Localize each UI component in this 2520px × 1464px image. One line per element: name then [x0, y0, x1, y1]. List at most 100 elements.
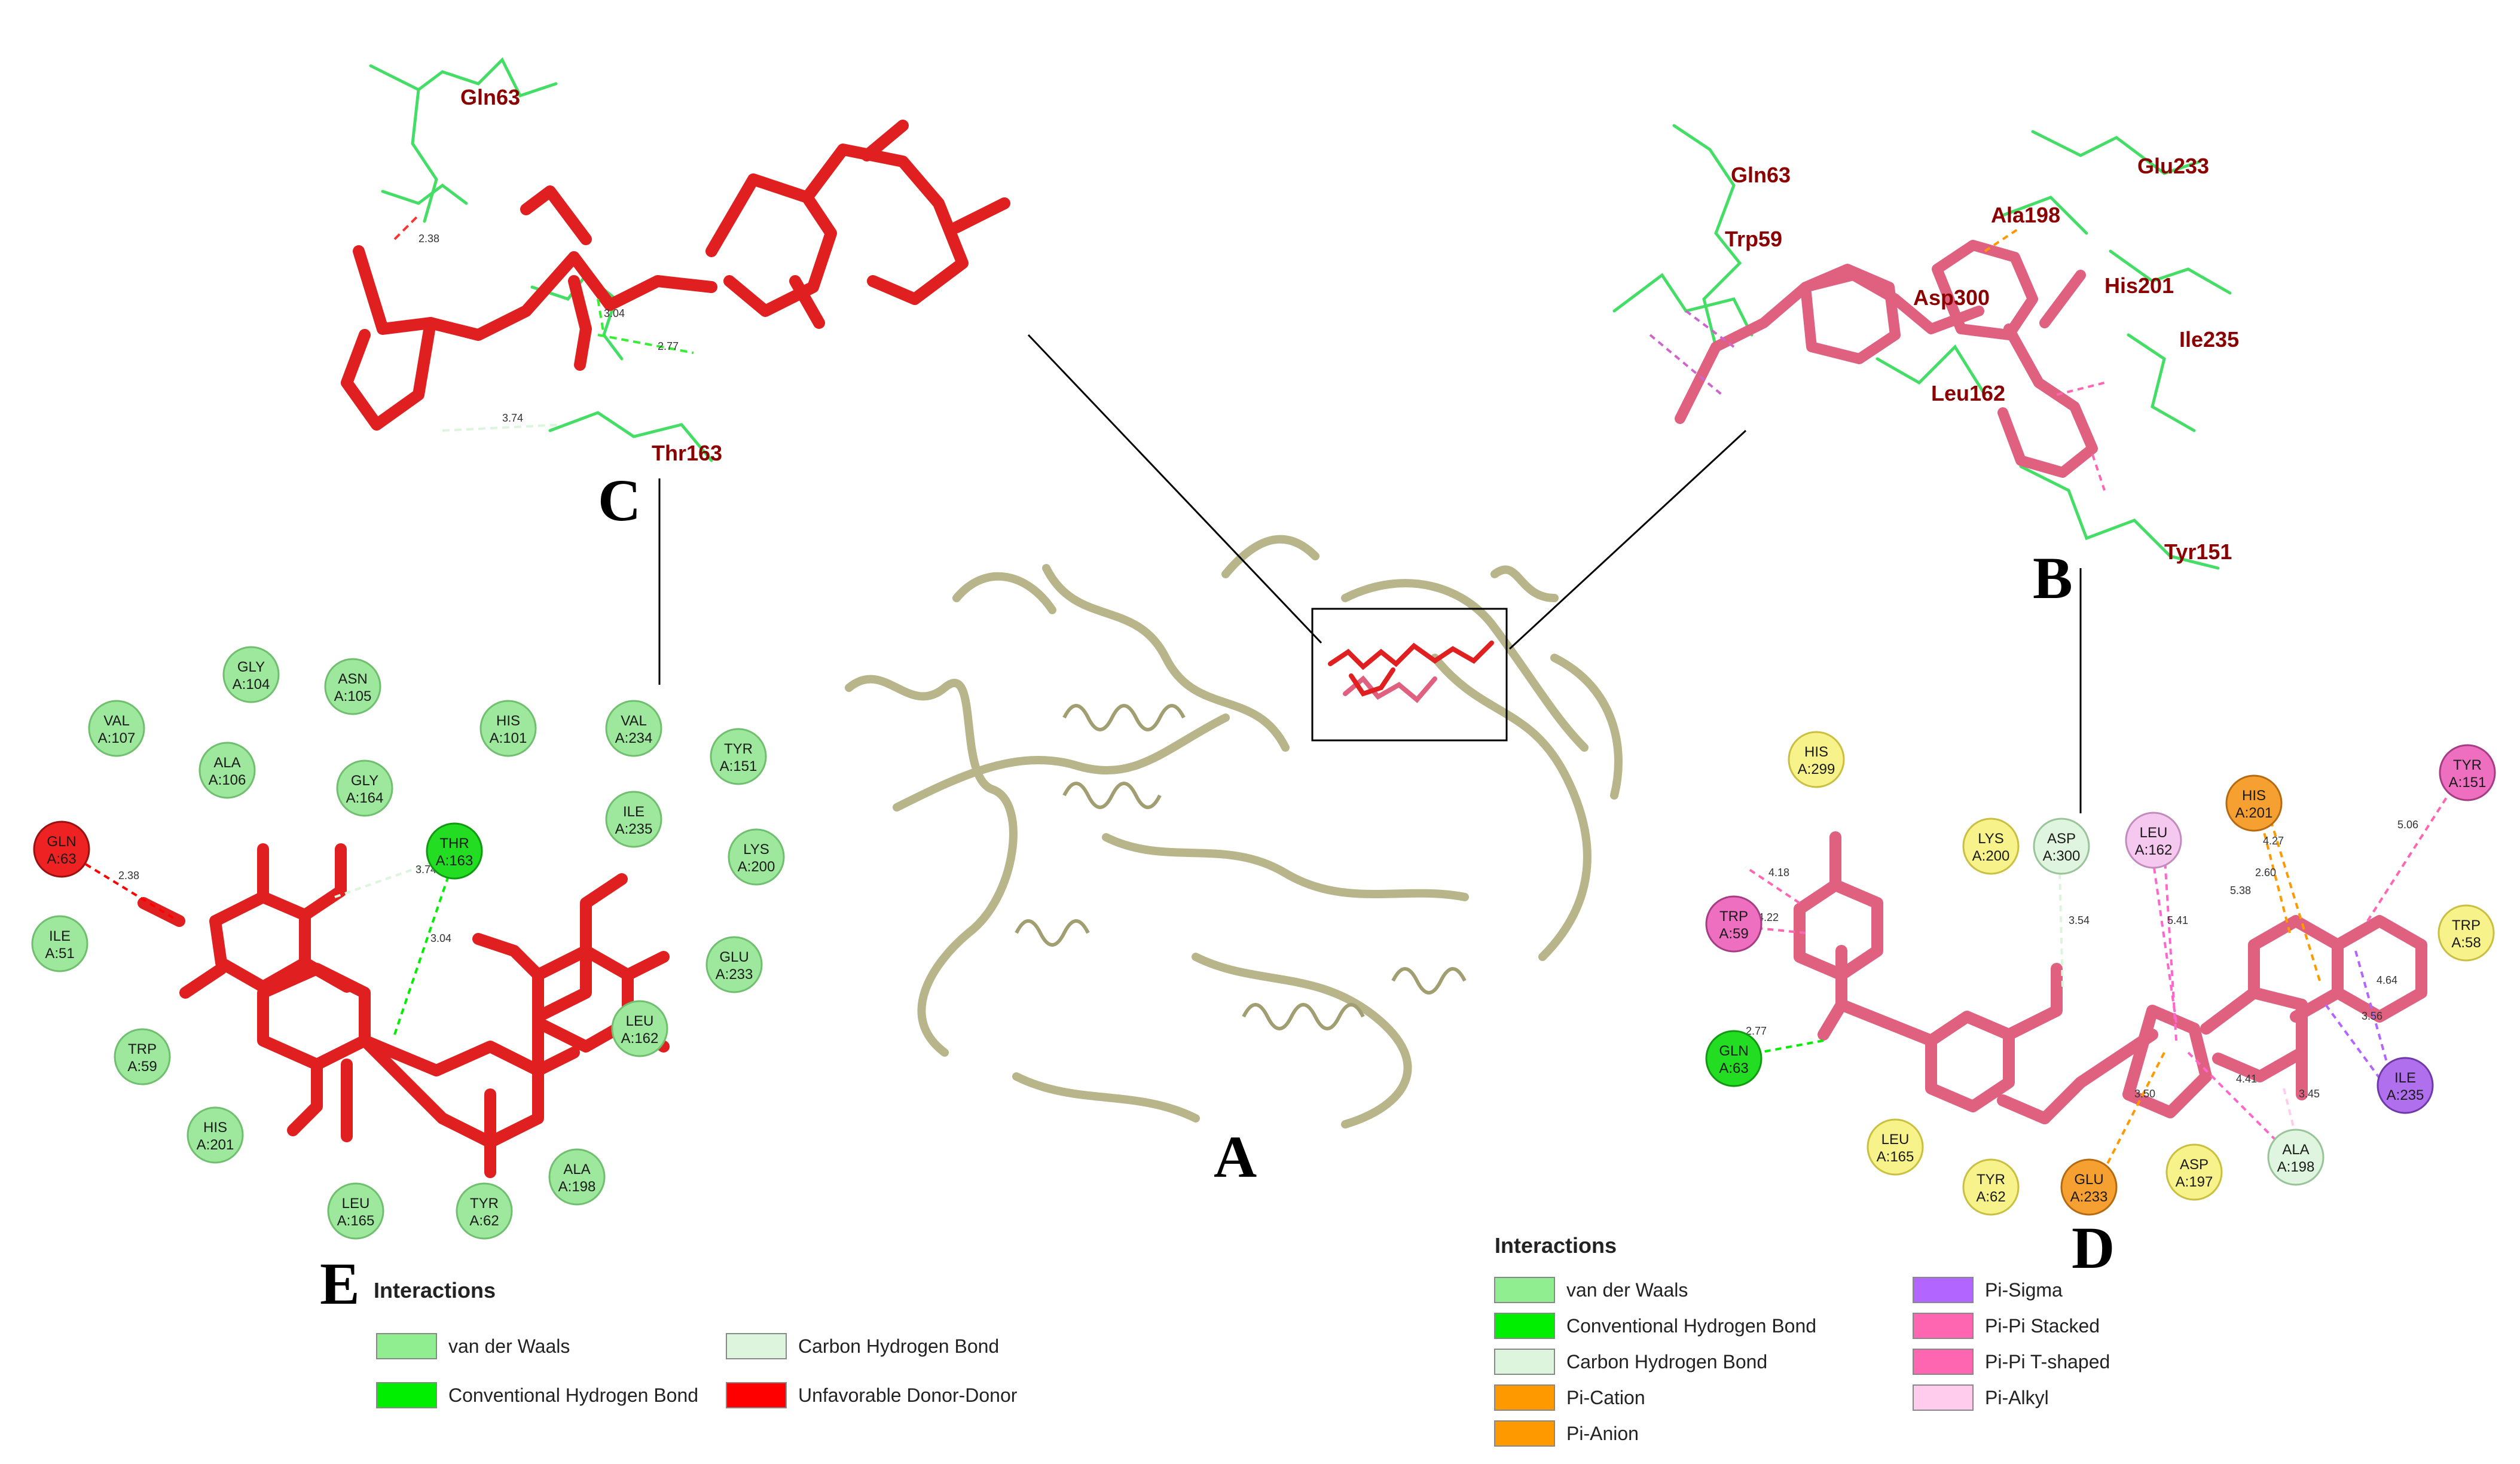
c-dist-2: 2.77: [658, 340, 679, 352]
residue-circle: [2033, 818, 2090, 875]
residue-circle: [1962, 1158, 2020, 1216]
residue-number: A:163: [436, 853, 474, 869]
residue-circle: [456, 1182, 513, 1240]
residue-number: A:198: [558, 1179, 596, 1195]
d-dist-6: 4.27: [2263, 835, 2284, 847]
residue-circle: [710, 728, 767, 785]
residue-circle: [2439, 744, 2496, 801]
residue-name: TYR: [470, 1195, 499, 1212]
residue-name: ASP: [2047, 831, 2076, 847]
residue-number: A:200: [1972, 848, 2010, 864]
residue-circle: [198, 742, 256, 799]
residue-circle: [2225, 774, 2283, 832]
residue-name: HIS: [203, 1120, 227, 1136]
e-legend-swatch-2: [376, 1382, 437, 1408]
d-legend-label-4: Pi-Anion: [1566, 1423, 1639, 1444]
d-dist-9: 4.64: [2377, 974, 2397, 986]
residue-name: ALA: [2282, 1142, 2309, 1158]
residue-number: A:164: [346, 790, 384, 806]
residue-number: A:201: [2235, 805, 2273, 821]
c-dist-3: 3.04: [604, 307, 625, 319]
residue-number: A:201: [197, 1137, 234, 1153]
residue-number: A:234: [615, 730, 653, 746]
residue-name: LEU: [2140, 825, 2168, 841]
residue-name: THR: [439, 835, 469, 852]
d-legend-label-5: Pi-Sigma: [1985, 1279, 2063, 1301]
residue-name: ILE: [2394, 1070, 2416, 1086]
d-legend-swatch-6: [1913, 1313, 1974, 1339]
d-distance-labels: 4.18 4.22 3.54 5.41 5.38 4.27 2.60 5.06 …: [1746, 819, 2418, 1100]
d-dist-3: 3.54: [2069, 914, 2090, 926]
d-legend-swatch-3: [1494, 1384, 1555, 1411]
residue-number: A:299: [1798, 761, 1835, 777]
d-legend-label-7: Pi-Pi T-shaped: [1985, 1351, 2110, 1372]
b-label-leu162: Leu162: [1931, 381, 2005, 405]
b-label-gln63: Gln63: [1731, 163, 1791, 187]
residue-name: LYS: [743, 841, 769, 858]
residue-name: GLY: [351, 773, 378, 789]
panel-b-3d: Gln63 Trp59 Glu233 Ala198 His201 Asp300 …: [1612, 124, 2239, 570]
residue-name: LYS: [1978, 831, 2004, 847]
residue-name: VAL: [103, 713, 130, 729]
residue-number: A:162: [621, 1030, 659, 1047]
residue-circle: [2060, 1158, 2118, 1216]
residue-circle: [33, 821, 90, 878]
e-legend-label-1: Carbon Hydrogen Bond: [798, 1335, 999, 1357]
panel-label-a: A: [1214, 1124, 1257, 1190]
panel-d-2d: 4.18 4.22 3.54 5.41 5.38 4.27 2.60 5.06 …: [1705, 731, 2496, 1216]
residue-name: GLU: [719, 949, 749, 965]
panel-a-protein: [845, 535, 1623, 1128]
c-dist-1: 2.38: [419, 233, 439, 245]
residue-circle: [222, 646, 280, 703]
d-dist-7: 2.60: [2255, 867, 2276, 879]
residue-number: A:62: [1976, 1189, 2005, 1205]
residue-name: TRP: [2452, 917, 2481, 934]
residue-circle: [2437, 904, 2495, 962]
residue-number: A:106: [209, 772, 246, 788]
e-legend-label-2: Conventional Hydrogen Bond: [448, 1384, 698, 1406]
b-label-tyr151: Tyr151: [2164, 539, 2232, 564]
e-dist-3: 3.04: [430, 932, 451, 944]
d-legend-label-8: Pi-Alkyl: [1985, 1387, 2049, 1408]
residue-number: A:101: [490, 730, 527, 746]
residue-circle: [605, 700, 662, 757]
residue-number: A:233: [2070, 1189, 2108, 1205]
d-legend-swatch-5: [1913, 1277, 1974, 1303]
residue-name: ALA: [213, 755, 240, 771]
residue-number: A:300: [2043, 848, 2081, 864]
residue-circle: [2377, 1057, 2434, 1114]
residue-circle: [327, 1182, 384, 1240]
residue-number: A:165: [1877, 1149, 1914, 1165]
residue-name: GLY: [237, 659, 265, 675]
e-legend-swatch-3: [726, 1382, 787, 1408]
residue-name: TRP: [128, 1041, 157, 1057]
residue-number: A:165: [337, 1213, 375, 1229]
panel-label-d: D: [2072, 1215, 2115, 1281]
residue-circle: [426, 822, 483, 880]
residue-number: A:200: [738, 859, 775, 875]
residue-number: A:233: [716, 966, 753, 983]
b-label-asp300: Asp300: [1913, 285, 1990, 310]
b-label-glu233: Glu233: [2137, 154, 2209, 178]
residue-name: ALA: [563, 1161, 590, 1178]
residue-number: A:235: [615, 821, 653, 837]
residue-number: A:197: [2176, 1174, 2213, 1190]
